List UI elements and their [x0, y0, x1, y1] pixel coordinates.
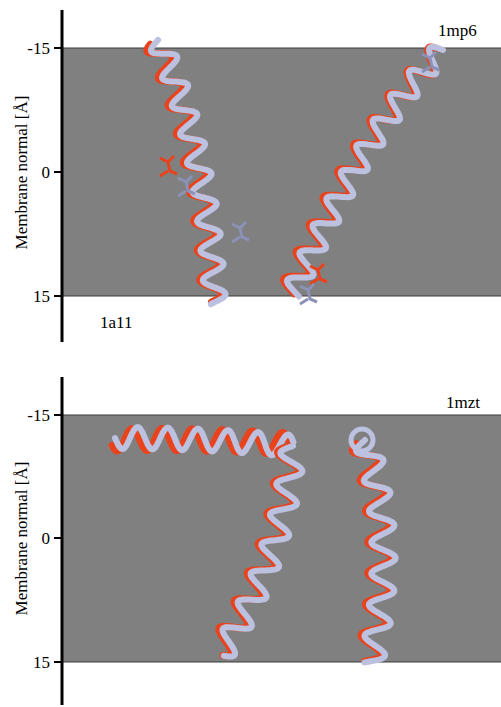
helix-end: [351, 429, 373, 451]
pdb-id: 1a11: [100, 314, 132, 331]
axis-line: [61, 377, 64, 705]
axis-title: Membrane normal [Å]: [14, 461, 31, 615]
side-chain: [300, 284, 317, 304]
helix-ribbon: [223, 446, 303, 657]
helix-ribbon: [287, 47, 443, 297]
tick-label: -15: [27, 407, 50, 424]
side-chain: [310, 264, 327, 284]
tick-label: 0: [42, 164, 51, 181]
tick-label: 0: [42, 530, 51, 547]
pdb-id: 1mzt: [446, 394, 480, 411]
pdb-id: 1mp6: [438, 22, 477, 39]
tick-label: -15: [27, 40, 50, 57]
band-edge: [62, 662, 501, 663]
tick-label: 15: [33, 288, 50, 305]
band-edge: [62, 296, 501, 297]
axis-title: Membrane normal [Å]: [14, 95, 31, 249]
helix-ribbons: [112, 40, 443, 663]
band-edge: [62, 415, 501, 416]
membrane-band: [62, 48, 501, 296]
helix-ribbon: [356, 440, 396, 663]
helix-ribbon: [115, 427, 293, 455]
side-chain: [422, 52, 439, 72]
side-chain: [232, 222, 249, 242]
side-chain: [160, 156, 177, 176]
tick-label: 15: [33, 654, 50, 671]
helix-ribbon: [151, 40, 226, 304]
membrane-band: [62, 415, 501, 662]
side-chain: [178, 176, 195, 196]
axis-line: [61, 10, 64, 342]
axis-ticks: [54, 48, 62, 662]
